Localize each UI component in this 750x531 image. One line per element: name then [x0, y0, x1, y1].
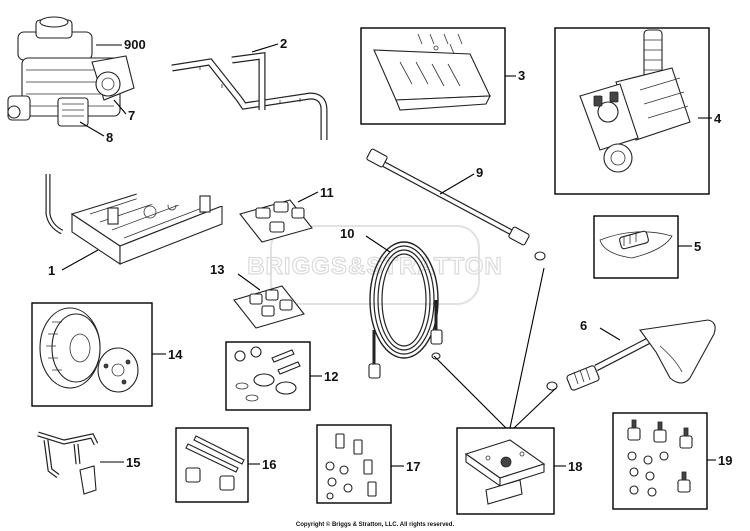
callout-13[interactable]: 13	[210, 262, 224, 277]
callout-9[interactable]: 9	[476, 165, 483, 180]
part-handle[interactable]	[171, 52, 328, 140]
part-nozzle[interactable]	[599, 230, 673, 259]
callout-19[interactable]: 19	[718, 453, 732, 468]
callout-16[interactable]: 16	[262, 457, 276, 472]
box-nozzle	[593, 215, 679, 279]
part-hardware-12[interactable]	[234, 346, 301, 402]
part-engine[interactable]	[7, 16, 135, 127]
part-wheel[interactable]	[39, 307, 139, 393]
part-frame[interactable]	[45, 136, 224, 266]
callout-4[interactable]: 4	[714, 111, 722, 126]
callout-7[interactable]: 7	[128, 108, 135, 123]
callout-14[interactable]: 14	[168, 347, 183, 362]
part-manifold[interactable]	[464, 439, 546, 505]
part-panel-screws[interactable]	[417, 33, 463, 55]
watermark: BRIGGS&STRATTON	[247, 225, 502, 305]
part-fitting-bag-13[interactable]	[233, 285, 305, 329]
copyright-text: Copyright © Briggs & Stratton, LLC. All …	[296, 521, 455, 528]
part-lance[interactable]	[366, 148, 546, 261]
box-bolts-16	[175, 427, 249, 503]
callout-15[interactable]: 15	[126, 455, 140, 470]
callout-900[interactable]: 900	[124, 37, 146, 52]
part-spray-gun[interactable]	[546, 319, 716, 391]
callout-3[interactable]: 3	[518, 68, 525, 83]
callout-6[interactable]: 6	[580, 318, 587, 333]
watermark-text: BRIGGS&STRATTON	[247, 253, 502, 280]
callout-8[interactable]: 8	[106, 130, 113, 145]
callout-18[interactable]: 18	[568, 459, 582, 474]
callout-11[interactable]: 11	[320, 185, 334, 200]
callout-10[interactable]: 10	[340, 226, 354, 241]
part-fasteners-17[interactable]	[325, 433, 377, 500]
callout-5[interactable]: 5	[694, 239, 701, 254]
part-hose[interactable]	[368, 241, 443, 379]
part-fitting-bag-11[interactable]	[239, 199, 313, 243]
part-panel[interactable]	[373, 45, 491, 111]
part-pump[interactable]	[579, 29, 691, 173]
part-mounts-19[interactable]	[627, 419, 693, 497]
part-bolts-16[interactable]	[185, 435, 245, 491]
callout-12[interactable]: 12	[324, 369, 338, 384]
part-bracket[interactable]	[37, 431, 99, 495]
callout-17[interactable]: 17	[406, 459, 420, 474]
callout-1[interactable]: 1	[48, 263, 55, 278]
callout-2[interactable]: 2	[280, 36, 287, 51]
